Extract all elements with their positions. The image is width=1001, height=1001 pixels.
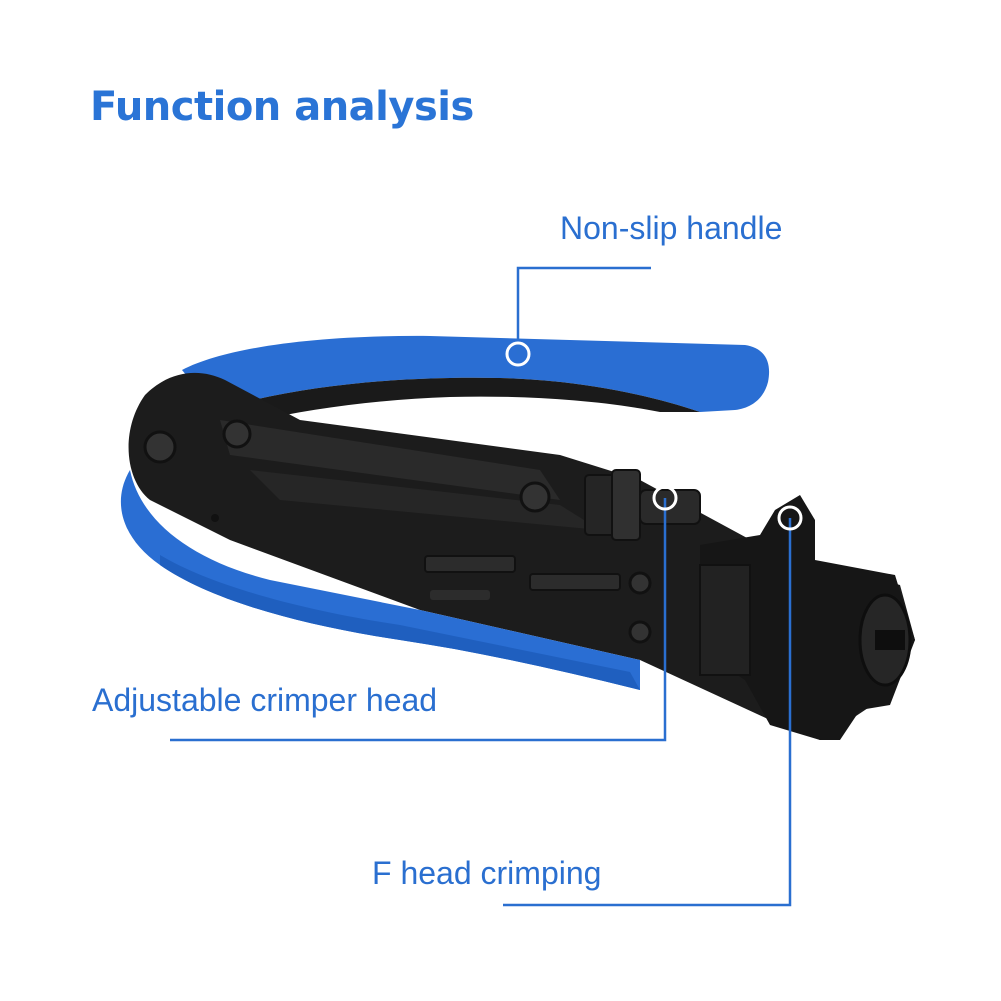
bolt bbox=[222, 419, 252, 449]
lower-handle-shadow bbox=[160, 555, 640, 690]
lower-handle-grip bbox=[120, 470, 640, 690]
linkage-bar bbox=[220, 420, 560, 500]
f-head-block bbox=[700, 495, 915, 740]
f-head-slot bbox=[875, 630, 905, 650]
bolt bbox=[628, 571, 652, 595]
handle-callout-marker bbox=[505, 341, 531, 367]
bolt bbox=[519, 481, 551, 513]
crimper-callout-line bbox=[170, 498, 667, 742]
callout-lines bbox=[170, 266, 803, 907]
f-head-plate bbox=[699, 564, 751, 676]
handle-callout-line bbox=[516, 266, 651, 354]
fhead-callout-marker bbox=[777, 505, 803, 531]
linkage-bar-lower bbox=[250, 470, 600, 530]
pivot-bolt bbox=[143, 430, 177, 464]
adjust-slot bbox=[424, 555, 516, 573]
non-slip-handle-label: Non-slip handle bbox=[560, 210, 783, 246]
upper-handle-grip bbox=[182, 335, 770, 412]
tool-body bbox=[128, 372, 916, 740]
lower-handle bbox=[120, 470, 640, 690]
crimper-knob-ring bbox=[611, 469, 641, 541]
bolt bbox=[628, 620, 652, 644]
fhead-callout-line bbox=[503, 518, 792, 907]
crimper-callout-marker bbox=[652, 485, 678, 511]
f-head-crimping-label: F head crimping bbox=[372, 855, 602, 891]
adjust-slot bbox=[430, 590, 490, 600]
page-title: Function analysis bbox=[90, 84, 474, 130]
upper-handle-inner bbox=[215, 377, 700, 425]
rivet bbox=[211, 514, 219, 522]
adjustable-crimper-head-label: Adjustable crimper head bbox=[92, 682, 438, 718]
adjust-slot bbox=[529, 573, 621, 591]
